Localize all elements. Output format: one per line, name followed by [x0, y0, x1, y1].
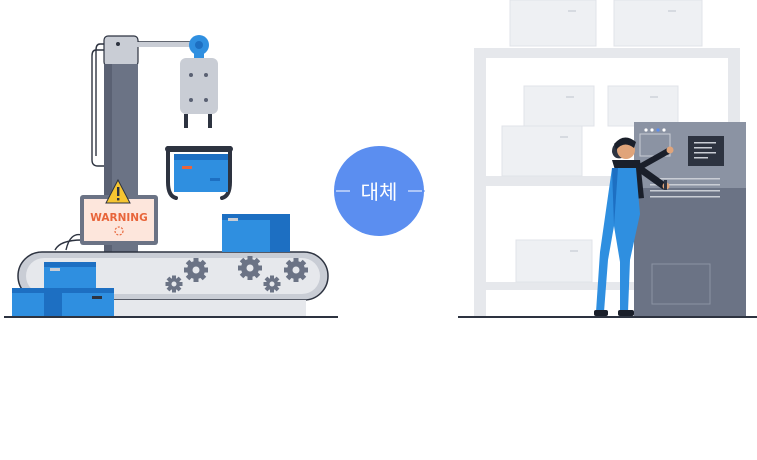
- box-stack: [12, 214, 290, 318]
- warning-label: WARNING: [90, 212, 147, 224]
- gripped-box: [174, 154, 228, 192]
- warning-monitor: WARNING: [80, 178, 158, 245]
- control-panel-icon: [634, 122, 746, 318]
- warehouse-scene: [458, 0, 757, 318]
- robot-scene: WARNING: [4, 35, 338, 318]
- badge-label: 대체: [361, 180, 398, 204]
- gear-icon: [165, 256, 308, 293]
- floor-line-right: [458, 316, 757, 318]
- worker-icon: [594, 137, 674, 316]
- replace-badge: 대체: [334, 146, 425, 236]
- shelf-boxes: [501, 0, 703, 283]
- floor-line-left: [4, 316, 338, 318]
